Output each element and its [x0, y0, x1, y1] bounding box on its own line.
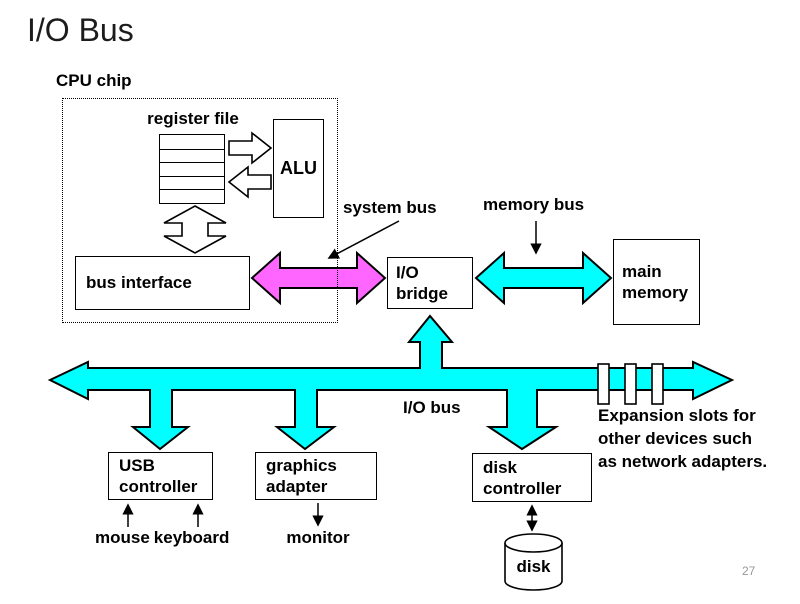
register-row: [160, 175, 224, 190]
expansion-slot: [651, 363, 664, 405]
disk-cylinder: [504, 543, 563, 591]
disk-controller-box: disk controller: [472, 453, 592, 502]
bus-interface-box: bus interface: [75, 256, 250, 310]
expansion-slot: [597, 363, 610, 405]
register-row: [160, 189, 224, 203]
disk-cylinder-top: [504, 533, 563, 553]
expansion-note: Expansion slots for other devices such a…: [598, 406, 768, 471]
usb-controller-label: USB controller: [119, 456, 198, 496]
graphics-adapter-box: graphics adapter: [255, 452, 377, 500]
page-number: 27: [742, 564, 756, 578]
mouse-label: mouse: [95, 528, 150, 547]
disk-label: disk: [516, 557, 551, 576]
disk-controller-label: disk controller: [483, 457, 562, 498]
monitor-label: monitor: [286, 528, 350, 547]
system-bus-pointer-arrow: [327, 220, 400, 259]
io-bus-arrow: [47, 314, 735, 451]
io-bridge-box: I/O bridge: [387, 257, 473, 309]
expansion-slot: [624, 363, 637, 405]
bus-interface-label: bus interface: [86, 273, 192, 292]
memory-bus-label: memory bus: [483, 195, 585, 214]
register-file-label: register file: [147, 109, 239, 128]
register-row: [160, 135, 224, 149]
register-row: [160, 162, 224, 176]
register-file: [159, 134, 225, 204]
system-bus-label: system bus: [343, 198, 437, 217]
regfile-to-alu-arrow: [228, 131, 273, 165]
alu-box: ALU: [273, 119, 324, 218]
alu-to-regfile-arrow: [227, 165, 272, 199]
cpu-chip-label: CPU chip: [56, 71, 132, 90]
main-memory-box: main memory: [613, 239, 700, 325]
page-title: I/O Bus: [27, 12, 134, 48]
io-bus-label: I/O bus: [403, 398, 461, 417]
usb-devices-labels: mouse keyboard: [95, 528, 229, 548]
graphics-adapter-label: graphics adapter: [266, 456, 337, 496]
regfile-businterface-arrow: [163, 205, 227, 254]
register-row: [160, 148, 224, 163]
usb-controller-box: USB controller: [108, 452, 213, 500]
memory-bus-arrow: [474, 250, 613, 306]
main-memory-label: main memory: [622, 262, 689, 302]
keyboard-label: keyboard: [153, 528, 230, 547]
alu-label: ALU: [280, 158, 317, 178]
io-bridge-label: I/O bridge: [396, 263, 448, 303]
system-bus-arrow: [250, 250, 387, 306]
cpu-chip-boundary: [62, 98, 338, 323]
